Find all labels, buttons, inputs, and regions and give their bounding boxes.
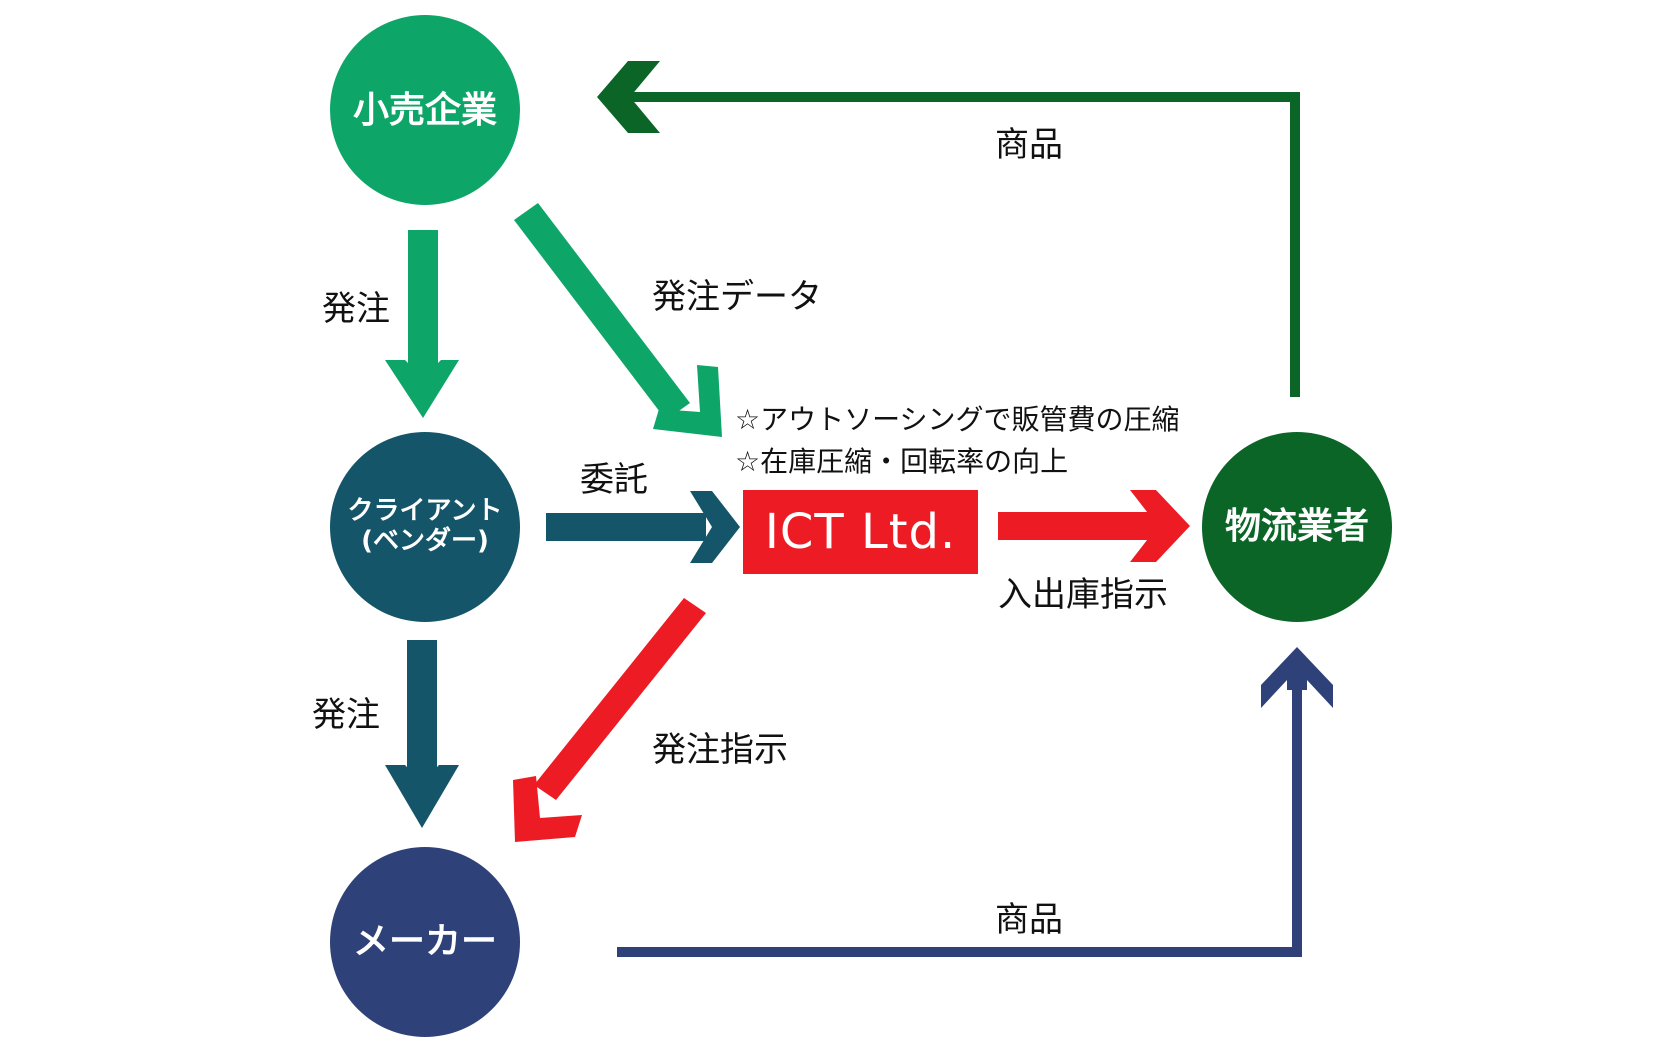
benefit-note-1: ☆アウトソーシングで販管費の圧縮 bbox=[735, 403, 1180, 436]
ict-node-label: ICT Ltd. bbox=[764, 504, 957, 560]
arrow-retail-to-ict bbox=[514, 203, 722, 437]
arrow-client-to-maker bbox=[385, 640, 459, 828]
label-inout-instruction: 入出庫指示 bbox=[998, 575, 1168, 615]
logistics-node bbox=[1202, 432, 1392, 622]
client-node bbox=[330, 432, 520, 622]
arrow-ict-to-logistics bbox=[998, 490, 1190, 562]
ict-node: ICT Ltd. bbox=[743, 490, 978, 574]
client-node-label-line1: クライアント bbox=[347, 496, 503, 526]
label-order-client-maker: 発注 bbox=[312, 695, 380, 735]
arrow-maker-to-logistics bbox=[617, 647, 1333, 957]
label-goods-top: 商品 bbox=[995, 125, 1063, 165]
label-goods-bottom: 商品 bbox=[995, 900, 1063, 940]
benefit-note-2: ☆在庫圧縮・回転率の向上 bbox=[735, 445, 1069, 478]
arrow-retail-to-client bbox=[385, 230, 459, 418]
logistics-node-label: 物流業者 bbox=[1224, 506, 1369, 547]
retail-node-label: 小売企業 bbox=[352, 90, 497, 131]
maker-node-label: メーカー bbox=[352, 921, 497, 962]
arrow-logistics-to-retail bbox=[597, 61, 1300, 397]
arrow-ict-to-maker bbox=[513, 598, 706, 842]
label-order-retail-client: 発注 bbox=[322, 289, 390, 329]
maker-node bbox=[330, 847, 520, 1037]
label-order-data: 発注データ bbox=[652, 277, 822, 317]
label-consign: 委託 bbox=[580, 460, 648, 500]
client-node-label: クライアント (ベンダー) bbox=[330, 496, 520, 557]
arrow-client-to-ict bbox=[546, 491, 740, 563]
client-node-label-line2: (ベンダー) bbox=[361, 525, 489, 556]
retail-node bbox=[330, 15, 520, 205]
label-order-instruction: 発注指示 bbox=[652, 730, 788, 770]
